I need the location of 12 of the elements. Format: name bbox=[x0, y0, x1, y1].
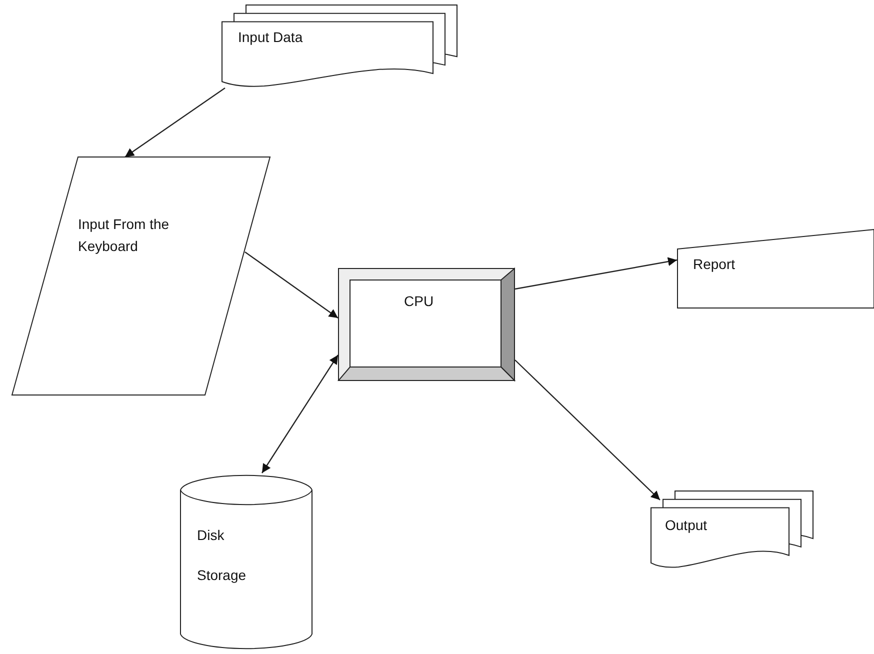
node-label: Report bbox=[693, 255, 736, 274]
arrow bbox=[514, 257, 678, 290]
node-label: Output bbox=[665, 516, 708, 535]
node-label: Storage bbox=[197, 566, 248, 585]
node-label: Disk bbox=[197, 526, 226, 545]
double-arrow bbox=[262, 354, 338, 474]
arrow bbox=[244, 252, 338, 318]
node-label: Input Data bbox=[238, 28, 304, 47]
arrow bbox=[124, 88, 226, 158]
node-label: Input From the Keyboard bbox=[78, 215, 170, 256]
node-label: CPU bbox=[404, 292, 435, 311]
arrow bbox=[514, 360, 660, 500]
